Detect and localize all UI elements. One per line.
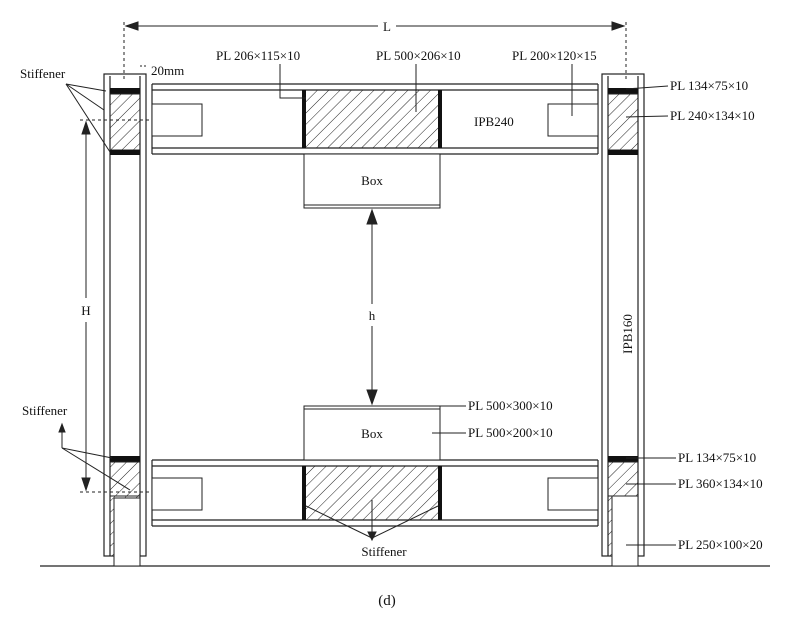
top-left-end-plate — [151, 103, 203, 137]
plate-134x75x10-top-label: PL 134×75×10 — [670, 78, 748, 93]
right-stiffener-top-lower — [608, 150, 638, 155]
gap-20mm-marker — [140, 65, 148, 75]
right-base-plate — [611, 495, 639, 567]
stiffener-top-left-leaders — [65, 83, 111, 153]
right-stiffener-top-hatch — [607, 93, 639, 151]
plate-360x134x10-label: PL 360×134×10 — [678, 476, 763, 491]
plate-200x120x15-label: PL 200×120×15 — [512, 48, 597, 63]
plate-134x75x10-top-leader — [625, 85, 669, 90]
left-stiffener-bottom-hatch — [109, 461, 141, 497]
plate-134x75x10-bottom-label: PL 134×75×10 — [678, 450, 756, 465]
dimension-L-label: L — [383, 19, 391, 34]
dimension-H-label: H — [81, 303, 90, 318]
plate-500x206x10-label: PL 500×206×10 — [376, 48, 461, 63]
plate-240x134x10-leader — [625, 115, 669, 118]
right-stiffener-top-upper — [608, 88, 638, 94]
dimension-L — [123, 21, 627, 80]
stiffener-bottom-center-leaders — [305, 500, 439, 542]
stiffener-bottom-center-label: Stiffener — [361, 544, 407, 559]
bottom-box — [303, 405, 441, 461]
left-stiffener-bottom-upper — [110, 456, 140, 462]
left-stiffener-top-upper — [110, 88, 140, 94]
dimension-h-label: h — [369, 308, 376, 323]
top-box-label: Box — [361, 173, 383, 188]
plate-250x100x20-label: PL 250×100×20 — [678, 537, 763, 552]
figure-caption: (d) — [378, 593, 396, 609]
gap-20mm-label: 20mm — [151, 63, 184, 78]
left-base-plate — [113, 497, 141, 567]
bottom-box-label: Box — [361, 426, 383, 441]
top-center-stiffener-left-edge — [302, 90, 306, 148]
stiffener-bottom-left-leaders — [58, 422, 131, 491]
bottom-center-stiffener-right-edge — [438, 466, 442, 520]
plate-500x200x10-label: PL 500×200×10 — [468, 425, 553, 440]
dimension-H — [80, 119, 150, 493]
left-stiffener-top-hatch — [109, 93, 141, 151]
plate-206x115x10-label: PL 206×115×10 — [216, 48, 300, 63]
right-stiffener-bottom-hatch — [607, 461, 639, 497]
bottom-right-end-plate — [547, 477, 599, 511]
bottom-center-stiffener-left-edge — [302, 466, 306, 520]
bottom-left-end-plate — [151, 477, 203, 511]
beam-section-label: IPB240 — [474, 114, 514, 129]
plate-206x115x10-leader — [279, 64, 306, 99]
stiffener-top-left-label: Stiffener — [20, 66, 66, 81]
right-stiffener-bottom-upper — [608, 456, 638, 462]
stiffener-bottom-left-label: Stiffener — [22, 403, 68, 418]
top-right-end-plate — [547, 103, 599, 137]
top-center-stiffener — [303, 89, 441, 149]
top-box — [303, 153, 441, 209]
plate-240x134x10-label: PL 240×134×10 — [670, 108, 755, 123]
plate-500x300x10-label: PL 500×300×10 — [468, 398, 553, 413]
column-section-label: IPB160 — [620, 314, 635, 354]
dimension-h — [366, 208, 378, 406]
top-center-stiffener-right-edge — [438, 90, 442, 148]
left-stiffener-top-lower — [110, 150, 140, 155]
